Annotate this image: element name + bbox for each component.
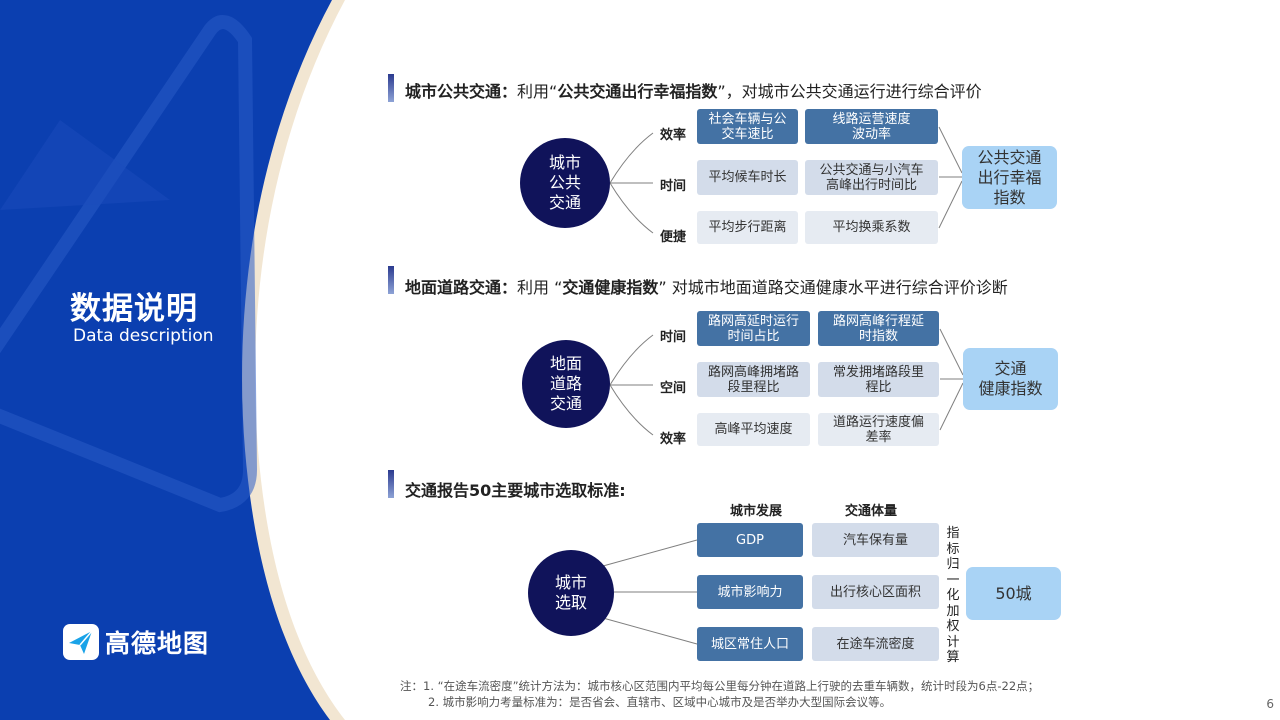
logo-text: 高德地图 xyxy=(105,629,210,658)
footnote: 2. 城市影响力考量标准为：是否省会、直辖市、区域中心城市及是否举办大型国际会议… xyxy=(428,695,892,709)
footnote: 注：1. “在途车流密度”统计方法为：城市核心区范围内平均每公里每分钟在道路上行… xyxy=(400,679,1040,693)
section1-metric-box: 平均步行距离 xyxy=(697,211,798,244)
section1-marker xyxy=(388,74,394,102)
section3-title-text: 交通报告50主要城市选取标准: xyxy=(405,481,626,500)
section1-row-label: 便捷 xyxy=(660,230,687,245)
section3-center-node: 城市 选取 xyxy=(528,550,614,636)
section1-metric-box: 平均候车时长 xyxy=(697,160,798,195)
section2-metric-box: 道路运行速度偏 差率 xyxy=(818,413,939,446)
section2-metric-box: 路网高延时运行 时间占比 xyxy=(697,311,810,346)
section3-column-header: 交通体量 xyxy=(845,504,898,519)
section2-marker xyxy=(388,266,394,294)
section3-result-node: 50城 xyxy=(966,567,1061,620)
page-number: 6 xyxy=(1266,697,1274,711)
section1-title-text: 利用“ xyxy=(517,82,558,101)
section3-marker xyxy=(388,470,394,498)
section2-center-node: 地面 道路 交通 xyxy=(522,340,610,428)
section1-metric-box: 线路运营速度 波动率 xyxy=(805,109,938,144)
section1-metric-box: 公共交通与小汽车 高峰出行时间比 xyxy=(805,160,938,195)
section1-metric-box: 社会车辆与公 交车速比 xyxy=(697,109,798,144)
section2-title-highlight: 交通健康指数 xyxy=(562,278,659,297)
section3-criteria-box: 汽车保有量 xyxy=(812,523,939,557)
section3-criteria-box: 出行核心区面积 xyxy=(812,575,939,609)
section1-row-label: 效率 xyxy=(660,128,687,143)
section1-metric-box: 平均换乘系数 xyxy=(805,211,938,244)
section1-title-highlight: 公共交通出行幸福指数 xyxy=(557,82,718,101)
page-subtitle: Data description xyxy=(73,326,214,346)
section2-row-label: 时间 xyxy=(660,330,687,345)
section2-row-label: 效率 xyxy=(660,432,687,447)
section3-criteria-box: 在途车流密度 xyxy=(812,627,939,661)
section3-criteria-box: 城区常住人口 xyxy=(697,627,803,661)
section3-criteria-box: GDP xyxy=(697,523,803,557)
section2-title-rest: ” 对城市地面道路交通健康水平进行综合评价诊断 xyxy=(658,278,1008,297)
section1-title: 城市公共交通：利用“公共交通出行幸福指数”，对城市公共交通运行进行综合评价 xyxy=(405,78,982,102)
section2-metric-box: 高峰平均速度 xyxy=(697,413,810,446)
section2-metric-box: 路网高峰行程延 时指数 xyxy=(818,311,939,346)
section2-title-text: 利用 “ xyxy=(517,278,563,297)
section2-result-node: 交通 健康指数 xyxy=(963,348,1058,410)
section1-center-node: 城市 公共 交通 xyxy=(520,138,610,228)
section1-title-rest: ”，对城市公共交通运行进行综合评价 xyxy=(717,82,982,101)
section1-title-bold: 城市公共交通： xyxy=(405,82,518,101)
section2-title: 地面道路交通：利用 “交通健康指数” 对城市地面道路交通健康水平进行综合评价诊断 xyxy=(405,274,1008,298)
logo-icon xyxy=(63,624,99,660)
section1-result-node: 公共交通 出行幸福 指数 xyxy=(962,146,1057,209)
section2-metric-box: 常发拥堵路段里 程比 xyxy=(818,362,939,397)
section3-vertical-label: 指标归一化加权计算 xyxy=(946,526,960,665)
section2-metric-box: 路网高峰拥堵路 段里程比 xyxy=(697,362,810,397)
logo: 高德地图 xyxy=(63,624,209,660)
section3-title: 交通报告50主要城市选取标准: xyxy=(405,477,626,501)
section3-criteria-box: 城市影响力 xyxy=(697,575,803,609)
section3-column-header: 城市发展 xyxy=(730,504,783,519)
section2-row-label: 空间 xyxy=(660,381,687,396)
page-title: 数据说明 xyxy=(70,291,198,327)
section2-title-bold: 地面道路交通： xyxy=(405,278,518,297)
section1-row-label: 时间 xyxy=(660,179,687,194)
